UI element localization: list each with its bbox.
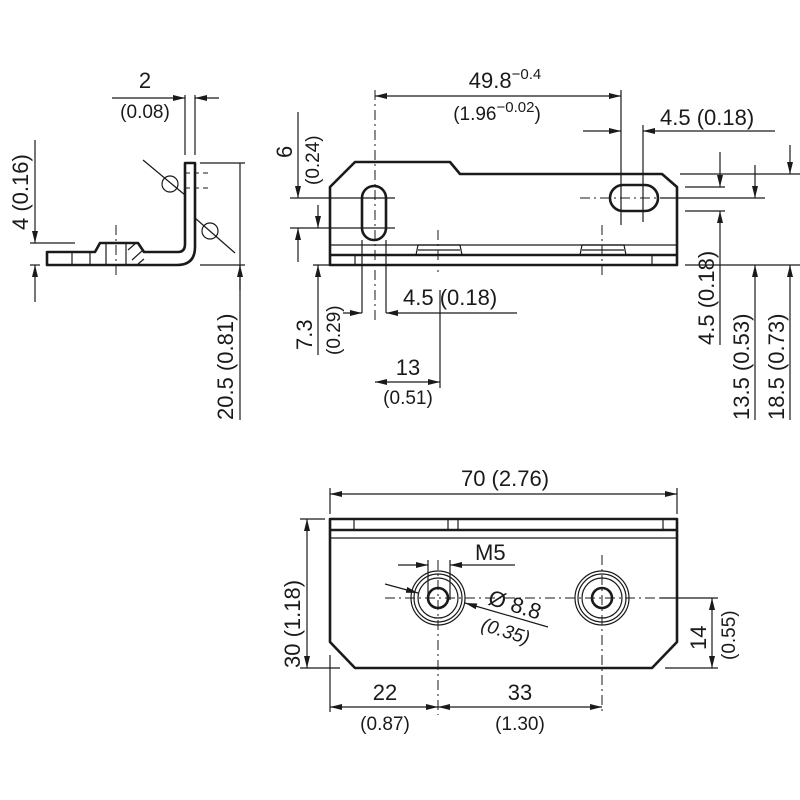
dim-slot-offset: 6 (272, 146, 297, 158)
weld-symbol-bottom (194, 217, 236, 254)
bottom-view: 70 (2.76) 30 (1.18) M5 Ø 8.8 (0.35) 14 (… (280, 466, 740, 735)
dim-boss-height: 4 (0.16) (8, 154, 33, 230)
front-profile (328, 160, 679, 267)
dim-right-slot-center: 13.5 (0.53) (729, 314, 754, 420)
side-view: 2 (0.08) 4 (0.16) 20.5 (0.81) (8, 68, 245, 420)
dim-width: 70 (2.76) (461, 466, 549, 491)
dim-hole-height-in: (0.55) (719, 610, 740, 660)
bottom-profile (328, 517, 679, 670)
dim-slot-spacing: 49.8−0.4 (469, 66, 541, 93)
dim-slot-low-in: (0.29) (324, 305, 345, 355)
dim-hole-height: 14 (686, 626, 711, 650)
front-view: 49.8−0.4 (1.96−0.02) 4.5 (0.18) 6 (0.24)… (272, 66, 800, 420)
slot-left (360, 184, 388, 242)
label-thread: M5 (475, 540, 506, 565)
dim-hole-spacing: 33 (508, 680, 532, 705)
dim-boss-offset-in: (0.51) (383, 388, 433, 409)
weld-symbol-top (142, 159, 186, 196)
dim-height: 20.5 (0.81) (213, 314, 238, 420)
dim-hole1-offset: 22 (373, 680, 397, 705)
dim-slot-width-bottom: 4.5 (0.18) (403, 285, 497, 310)
boss-right (579, 244, 627, 256)
dim-depth: 30 (1.18) (280, 580, 305, 668)
dim-hole1-offset-in: (0.87) (360, 714, 410, 735)
dim-overall-height: 18.5 (0.73) (764, 314, 789, 420)
dim-slot-low: 7.3 (292, 319, 317, 350)
dim-boss-offset: 13 (396, 355, 420, 380)
dim-slot-width-top: 4.5 (0.18) (660, 105, 754, 130)
dim-hole-spacing-in: (1.30) (495, 714, 545, 735)
dim-slot-spacing-in: (1.96−0.02) (453, 99, 541, 125)
dim-thickness: 2 (139, 68, 151, 93)
dim-slot-offset-in: (0.24) (303, 135, 324, 185)
section-hatch (127, 242, 145, 265)
side-profile (45, 161, 197, 267)
boss-left (415, 244, 463, 256)
dim-right-slot-width: 4.5 (0.18) (694, 251, 719, 345)
dim-thickness-in: (0.08) (120, 102, 170, 123)
